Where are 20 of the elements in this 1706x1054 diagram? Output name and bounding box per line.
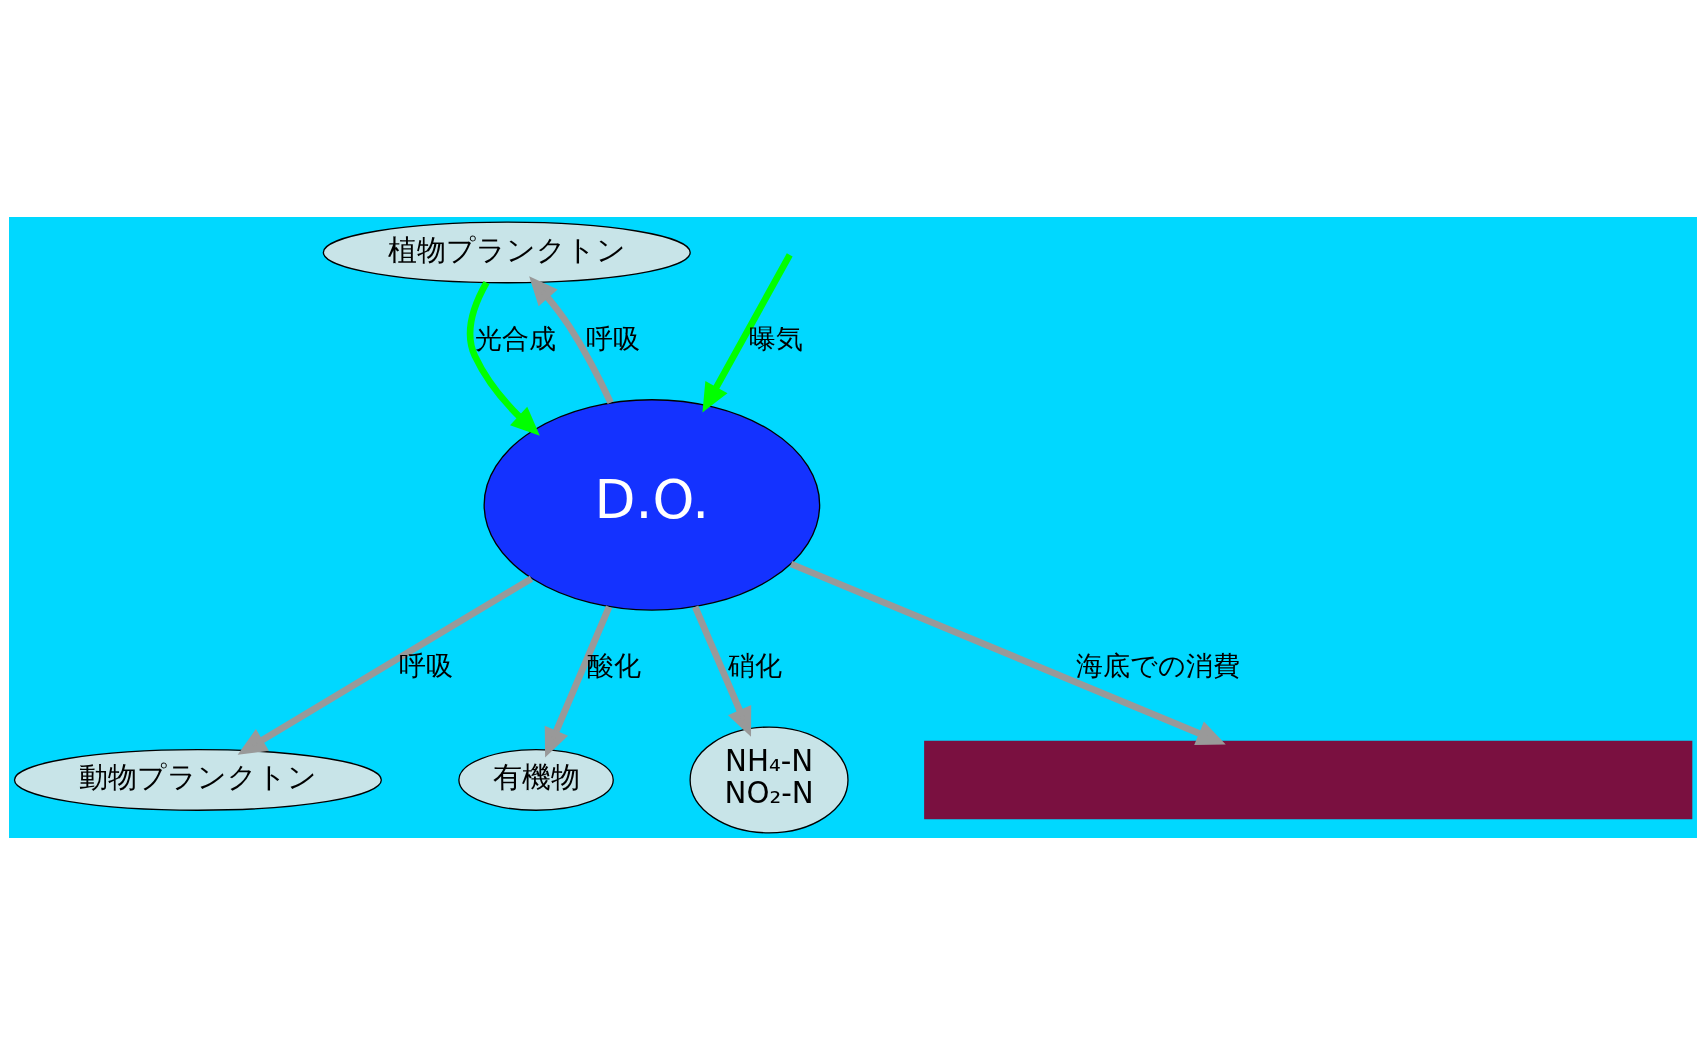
arrow: [544, 605, 613, 757]
node-ellipse: 動物プランクトン: [13, 748, 382, 811]
node-ellipse: D.O.: [483, 398, 821, 611]
edge-label: 硝化: [728, 649, 783, 681]
node-ellipse: 植物プランクトン: [322, 221, 691, 283]
arrow: [702, 252, 793, 412]
edge-label: 呼吸: [585, 322, 640, 354]
edge-label: 呼吸: [399, 649, 454, 681]
edge-label: 曝気: [749, 322, 804, 354]
edge-label: 海底での消費: [1075, 649, 1240, 681]
edge-label: 酸化: [586, 649, 641, 681]
arrow: [237, 575, 534, 755]
arrow: [692, 605, 752, 737]
edge-label: 光合成: [474, 322, 556, 354]
node-ellipse: 有機物: [458, 748, 614, 811]
arrow: [789, 560, 1226, 745]
arrow: [466, 280, 540, 436]
node-bar: [924, 740, 1693, 819]
arrow: [529, 275, 614, 404]
node-ellipse: NH₄-N NO₂-N: [689, 725, 849, 833]
